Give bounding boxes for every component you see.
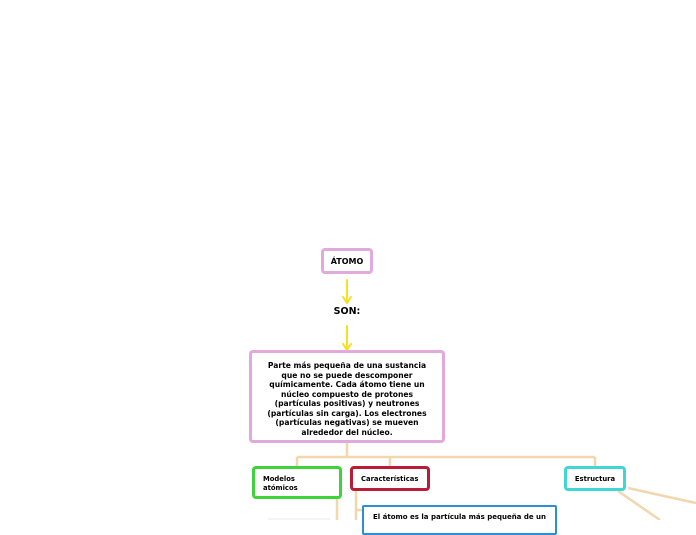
characteristic-detail-text: El átomo es la partícula más pequeña de … (373, 513, 547, 521)
arrow-root-to-son (342, 279, 352, 305)
branch-label-modelos-atomicos: Modelos atómicos (263, 475, 298, 492)
arrow-son-to-definition (342, 325, 352, 352)
definition-node[interactable]: Parte más pequeña de una sustancia que n… (249, 350, 445, 443)
branch-node-caracteristicas[interactable]: Características (350, 466, 430, 491)
root-node-label: ÁTOMO (330, 256, 364, 266)
characteristic-detail-node[interactable]: El átomo es la partícula más pequeña de … (362, 505, 557, 535)
connector-label-son: SON: (333, 306, 361, 317)
root-node-atomo[interactable]: ÁTOMO (321, 248, 373, 274)
definition-text: Parte más pequeña de una sustancia que n… (267, 361, 427, 437)
branch-label-caracteristicas: Características (361, 475, 419, 483)
branch-lines (295, 443, 696, 520)
connector-lines (268, 279, 696, 520)
branch-node-modelos-atomicos[interactable]: Modelos atómicos (252, 466, 342, 499)
branch-node-estructura[interactable]: Estructura (564, 466, 626, 491)
branch-label-estructura: Estructura (574, 474, 616, 483)
